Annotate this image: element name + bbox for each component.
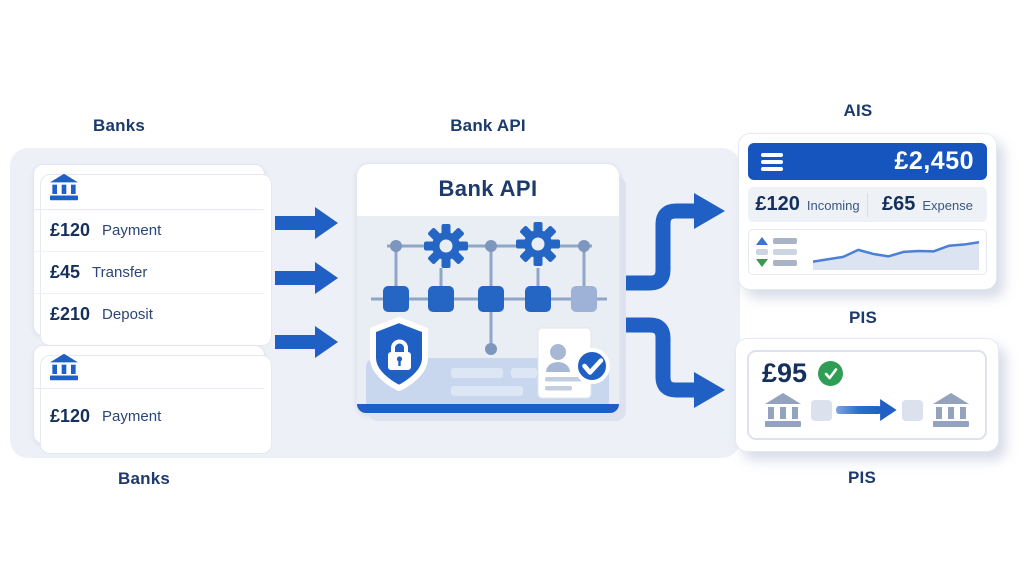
gear-icon — [516, 222, 560, 266]
flow-arrow-icon — [275, 326, 338, 358]
ais-balance-header: £2,450 — [748, 143, 987, 180]
security-shield-lock-icon — [370, 317, 428, 391]
pis-card: £95 — [735, 338, 999, 452]
transaction-amount: £45 — [50, 262, 81, 282]
bank-card-2: £120 Payment — [33, 345, 272, 454]
sparkline-line — [813, 242, 979, 261]
pis-amount-row: £95 — [762, 358, 972, 389]
card-base-strip — [357, 404, 619, 413]
menu-icon — [761, 150, 783, 174]
pis-bottom-label: PIS — [847, 468, 876, 487]
expense-label: Expense — [922, 198, 973, 213]
incoming-amount: £120 — [755, 193, 800, 215]
expense-amount: £65 — [882, 193, 916, 215]
bank-api-label: Bank API — [450, 116, 526, 135]
ais-chart-panel — [748, 229, 987, 275]
flow-node — [811, 399, 832, 421]
expense-stat: £65 Expense — [868, 193, 987, 216]
transaction-row: £120 Payment — [34, 210, 264, 252]
transaction-label: Payment — [102, 407, 162, 425]
verified-identity-document-icon — [537, 327, 610, 399]
card-stack-edge — [40, 355, 272, 454]
ais-card: £2,450 £120 Incoming £65 Expense — [738, 133, 997, 290]
incoming-label: Incoming — [806, 198, 860, 213]
check-icon — [574, 348, 610, 384]
transaction-row: £120 Payment — [34, 389, 264, 443]
transaction-row: £210 Deposit — [34, 294, 264, 335]
api-schematic — [366, 222, 610, 404]
flow-arrow-icon — [275, 207, 338, 239]
banks-bottom-label: Banks — [117, 469, 171, 488]
receiver-bank-icon — [933, 393, 969, 427]
transaction-label: Deposit — [102, 306, 153, 323]
bank-api-card: Bank API — [356, 163, 620, 414]
bank-card-2-header — [34, 346, 264, 389]
ais-sparkline — [813, 234, 979, 270]
ais-stats-row: £120 Incoming £65 Expense — [748, 187, 987, 222]
sender-bank-icon — [765, 393, 801, 427]
payment-arrow-icon — [836, 399, 897, 421]
transaction-row: £45 Transfer — [34, 252, 264, 294]
payment-flow-row — [762, 392, 972, 428]
transaction-amount: £210 — [50, 304, 91, 324]
transaction-amount: £120 — [50, 220, 91, 240]
transaction-label: Transfer — [92, 264, 148, 281]
transaction-label: Payment — [102, 222, 162, 239]
bank-api-diagram — [357, 216, 619, 404]
incoming-stat: £120 Incoming — [748, 193, 867, 216]
bank-icon — [50, 173, 78, 201]
pis-top-label: PIS — [848, 308, 877, 327]
bank-card-1-header — [34, 165, 264, 210]
stats-divider — [867, 192, 868, 217]
bank-icon — [50, 353, 78, 381]
chart-legend — [756, 237, 806, 267]
bank-api-card-title: Bank API — [438, 176, 538, 201]
gear-icon — [424, 224, 468, 268]
flow-node — [902, 399, 923, 421]
ais-label: AIS — [843, 101, 873, 120]
success-check-icon — [818, 361, 844, 386]
payment-amount: £95 — [762, 358, 808, 388]
pis-inner-panel: £95 — [747, 350, 987, 440]
flow-arrow-icon — [275, 262, 338, 294]
sparkline-area — [813, 242, 979, 270]
curved-arrow-to-pis-icon — [623, 317, 725, 408]
split-flow-arrows — [623, 193, 725, 408]
transaction-amount: £120 — [50, 405, 91, 426]
bank-card-1: £120 Payment £45 Transfer £210 Deposit — [33, 164, 272, 346]
banks-top-label: Banks — [92, 116, 146, 135]
trend-up-icon — [756, 237, 768, 245]
curved-arrow-to-ais-icon — [623, 193, 725, 291]
account-balance: £2,450 — [894, 147, 974, 175]
trend-down-icon — [756, 259, 768, 267]
balance-trend-chart — [813, 234, 979, 270]
card-stack-edge — [40, 174, 272, 346]
